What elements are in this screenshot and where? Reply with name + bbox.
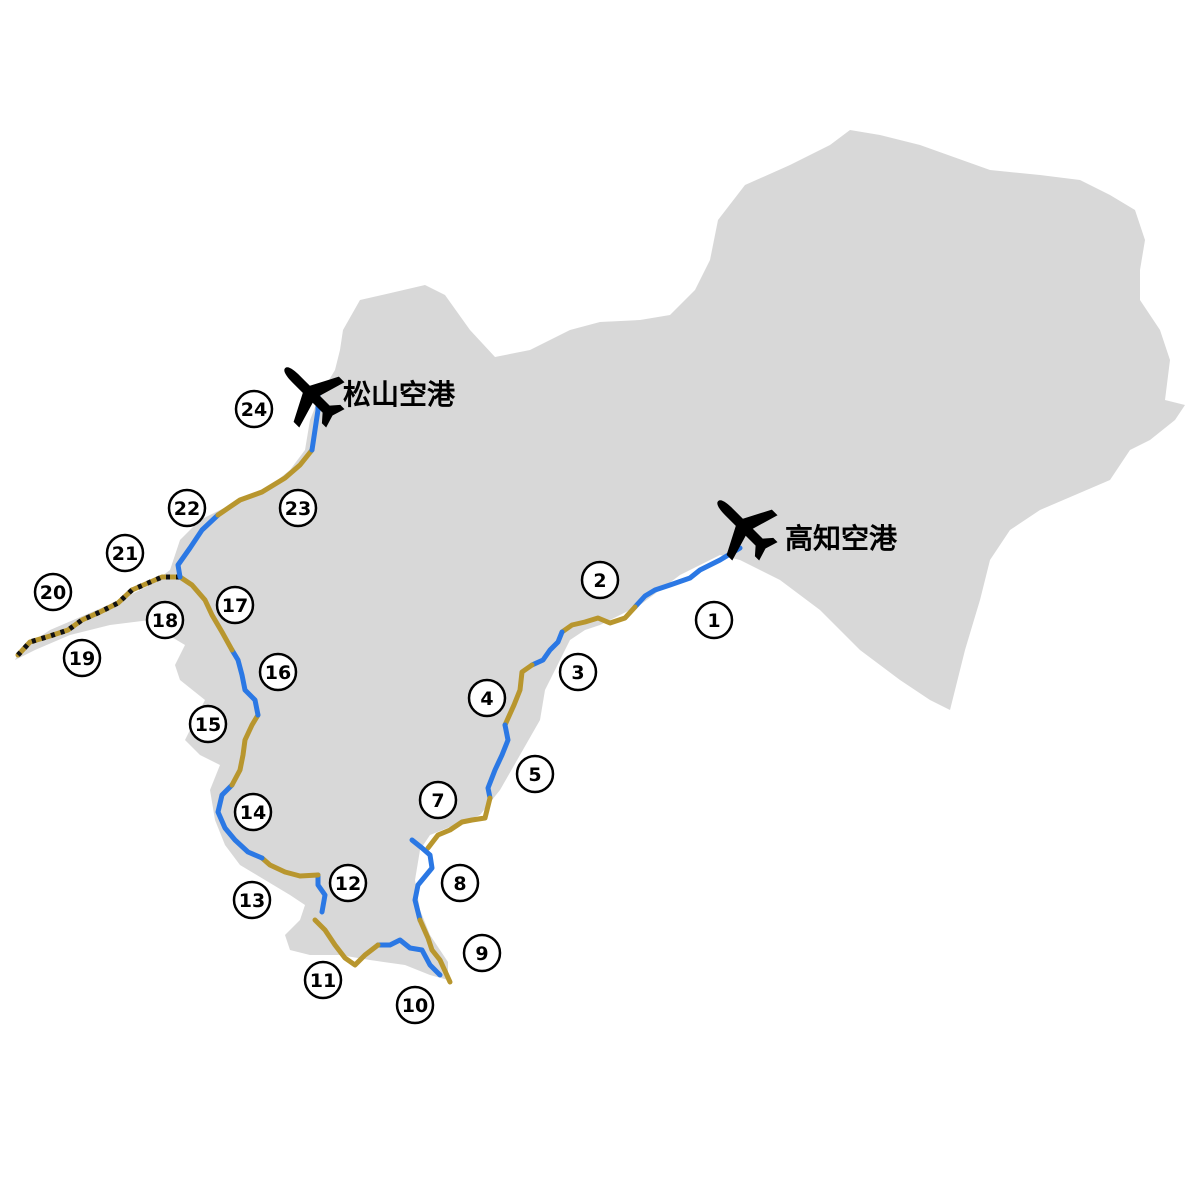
svg-text:20: 20 [40, 582, 66, 604]
ferry-line-19 [16, 588, 134, 657]
svg-text:2: 2 [593, 570, 606, 592]
segment-marker-20: 20 [33, 572, 73, 612]
svg-text:17: 17 [222, 595, 248, 617]
segment-marker-13: 13 [232, 880, 272, 920]
route-segment-12 [315, 872, 328, 915]
svg-text:21: 21 [112, 543, 138, 565]
segment-marker-19: 19 [62, 638, 102, 678]
segment-marker-4: 4 [467, 678, 507, 718]
svg-text:11: 11 [310, 970, 336, 992]
svg-text:4: 4 [480, 688, 493, 710]
segment-marker-10: 10 [395, 985, 435, 1025]
airplane-icon [284, 367, 345, 428]
svg-text:13: 13 [239, 890, 265, 912]
segment-marker-11: 11 [303, 960, 343, 1000]
route-segment-4 [502, 662, 535, 728]
svg-text:1: 1 [707, 610, 720, 632]
segment-marker-2: 2 [580, 560, 620, 600]
route-segment-8 [409, 837, 435, 923]
airplane-icon [717, 500, 778, 561]
svg-text:7: 7 [431, 790, 444, 812]
segment-marker-7: 7 [418, 780, 458, 820]
route-segment-7 [425, 795, 493, 851]
segment-marker-1: 1 [694, 600, 734, 640]
segment-marker-17: 17 [215, 585, 255, 625]
svg-text:18: 18 [152, 610, 178, 632]
segment-markers: 1 2 3 4 5 7 8 9 10 11 12 13 14 15 16 17 … [33, 389, 734, 1025]
segment-marker-3: 3 [558, 652, 598, 692]
segment-marker-24: 24 [234, 389, 274, 429]
route-segment-3 [529, 629, 565, 668]
segment-marker-14: 14 [233, 792, 273, 832]
segment-marker-22: 22 [167, 488, 207, 528]
airport-label-matsuyama: 松山空港 [343, 378, 456, 411]
ferry-line-18 [130, 574, 180, 593]
route-segment-5 [485, 722, 511, 801]
svg-text:24: 24 [241, 399, 267, 421]
svg-text:19: 19 [69, 648, 95, 670]
route-segment-17 [177, 574, 235, 653]
route-segment-11 [312, 917, 381, 968]
svg-text:16: 16 [265, 662, 291, 684]
airport-label-kochi: 高知空港 [785, 522, 898, 555]
svg-text:12: 12 [335, 873, 361, 895]
landmass [15, 130, 1185, 980]
svg-text:15: 15 [195, 714, 221, 736]
route-segment-22 [175, 512, 221, 580]
segment-marker-12: 12 [328, 863, 368, 903]
segment-marker-15: 15 [188, 704, 228, 744]
route-segment-13 [259, 855, 321, 879]
svg-text:23: 23 [285, 498, 311, 520]
segment-marker-21: 21 [105, 533, 145, 573]
segment-marker-18: 18 [145, 600, 185, 640]
svg-text:8: 8 [453, 873, 466, 895]
route-segment-2 [559, 604, 638, 635]
svg-text:3: 3 [571, 662, 584, 684]
svg-text:10: 10 [402, 995, 428, 1017]
segment-marker-8: 8 [440, 863, 480, 903]
segment-marker-23: 23 [278, 488, 318, 528]
svg-text:14: 14 [240, 802, 266, 824]
svg-text:5: 5 [528, 764, 541, 786]
svg-text:22: 22 [174, 498, 200, 520]
svg-text:9: 9 [475, 943, 488, 965]
route-segment-16 [229, 647, 261, 718]
route-segment-15 [229, 712, 261, 788]
segment-marker-16: 16 [258, 652, 298, 692]
route-segment-23 [215, 447, 315, 518]
route-segment-9 [417, 917, 453, 985]
segment-marker-9: 9 [462, 933, 502, 973]
route-segment-1 [632, 545, 743, 610]
segment-marker-5: 5 [515, 754, 555, 794]
route-segment-14 [215, 782, 265, 861]
route-segment-10 [375, 937, 443, 978]
